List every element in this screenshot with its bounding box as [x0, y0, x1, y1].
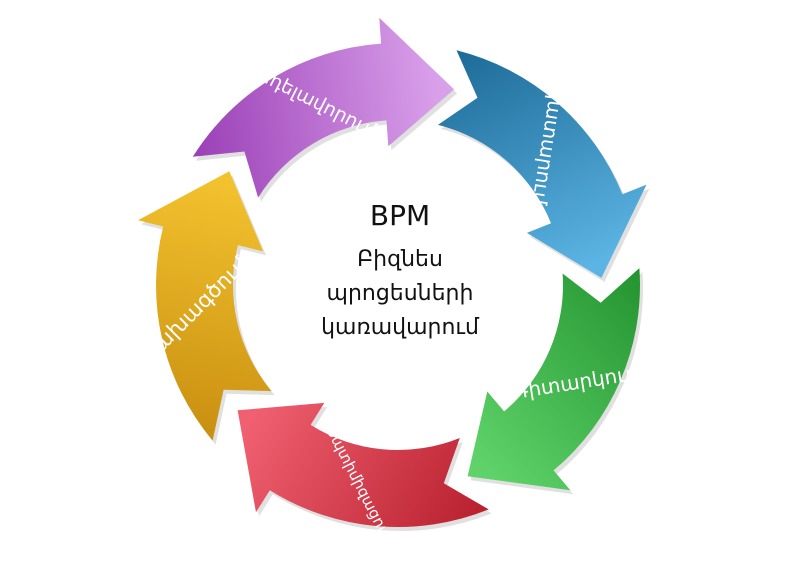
center-title: BPM: [370, 199, 430, 232]
center-line-3: կառավարում: [321, 315, 480, 340]
cycle-arrow-4: [467, 268, 640, 491]
cycle-arrow-5: [237, 402, 489, 528]
center-line-2: պրոցեսների: [327, 281, 474, 306]
cycle-arrow-1: [138, 171, 272, 441]
center-caption: BPM Բիզնես պրոցեսների կառավարում: [321, 199, 480, 340]
cycle-arrows: [138, 17, 650, 532]
center-line-1: Բիզնես: [357, 247, 443, 272]
cycle-arrow-3: [437, 50, 647, 278]
cycle-arrow-2: [192, 17, 455, 198]
